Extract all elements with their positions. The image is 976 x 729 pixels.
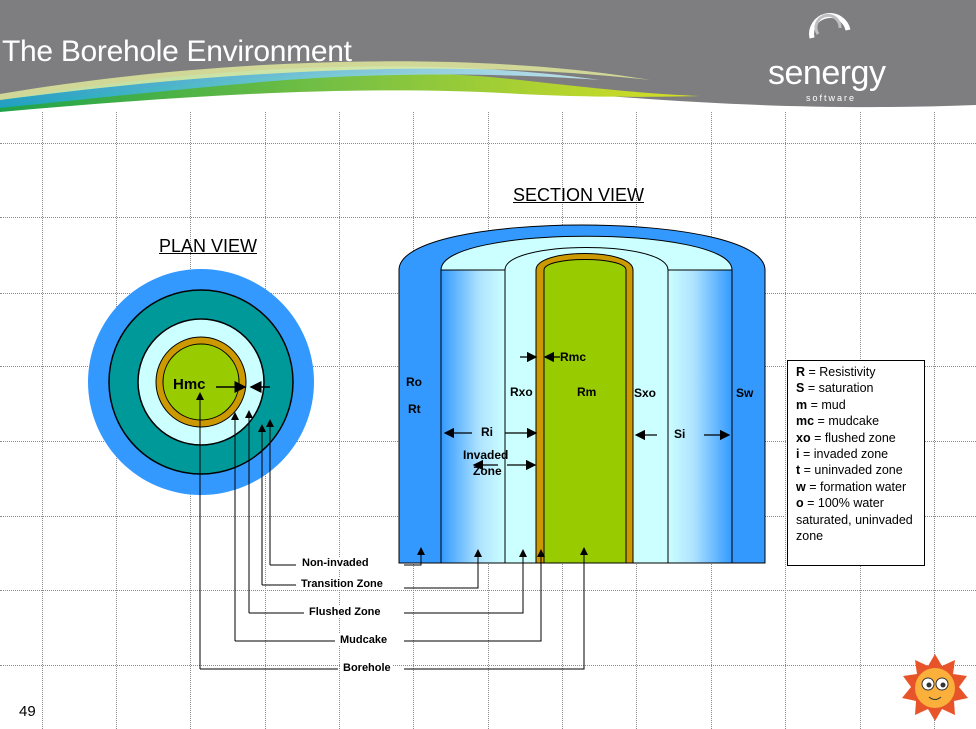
transition-zone-label: Transition Zone: [299, 578, 385, 590]
legend-row: m = mud: [796, 397, 846, 412]
legend-row: R = Resistivity: [796, 365, 876, 379]
page-number: 49: [19, 703, 36, 720]
invaded-label: Invaded: [463, 448, 509, 462]
senergy-logo-swirl-icon: [809, 13, 851, 39]
sw-label: Sw: [736, 386, 754, 400]
brand-sub: software: [806, 93, 857, 103]
header-band: The Borehole Environment senergy softwar…: [0, 0, 976, 118]
legend-row: xo = flushed zone: [796, 430, 896, 445]
rmc-label: Rmc: [560, 350, 587, 364]
flushed-zone-label: Flushed Zone: [307, 606, 383, 618]
brand-logo: senergy: [768, 54, 886, 92]
legend-row: i = invaded zone: [796, 447, 889, 462]
legend-row: mc = mudcake: [796, 414, 880, 429]
non-invaded-label: Non-invaded: [300, 557, 371, 569]
rxo-label: Rxo: [510, 385, 533, 399]
grid-line: [42, 112, 43, 729]
grid-line: [934, 112, 935, 729]
rm-label: Rm: [577, 385, 597, 399]
legend-box: R = Resistivity S = saturation m = mud m…: [787, 360, 925, 566]
ro-label: Ro: [406, 375, 422, 389]
grid-line: [785, 112, 786, 729]
ri-label: Ri: [481, 425, 493, 439]
plan-view-heading: PLAN VIEW: [159, 236, 258, 256]
section-view-heading: SECTION VIEW: [513, 185, 645, 205]
si-label: Si: [674, 427, 686, 441]
legend-row: S = saturation: [796, 381, 874, 396]
section-view-cylinder: [398, 224, 766, 564]
legend-row: t = uninvaded zone: [796, 463, 903, 478]
legend-row: w = formation water: [796, 479, 907, 494]
rt-label: Rt: [408, 402, 421, 416]
legend-row: o = 100% water saturated, uninvaded zone: [796, 496, 913, 544]
slide-title: The Borehole Environment: [2, 35, 352, 68]
plan-view-rings: [88, 269, 314, 495]
mudcake-label: Mudcake: [338, 634, 390, 646]
borehole-label: Borehole: [341, 662, 393, 674]
grid-line: [339, 112, 340, 729]
zone-label: Zone: [473, 464, 502, 478]
hmc-label: Hmc: [173, 376, 206, 393]
sxo-label: Sxo: [634, 386, 657, 400]
